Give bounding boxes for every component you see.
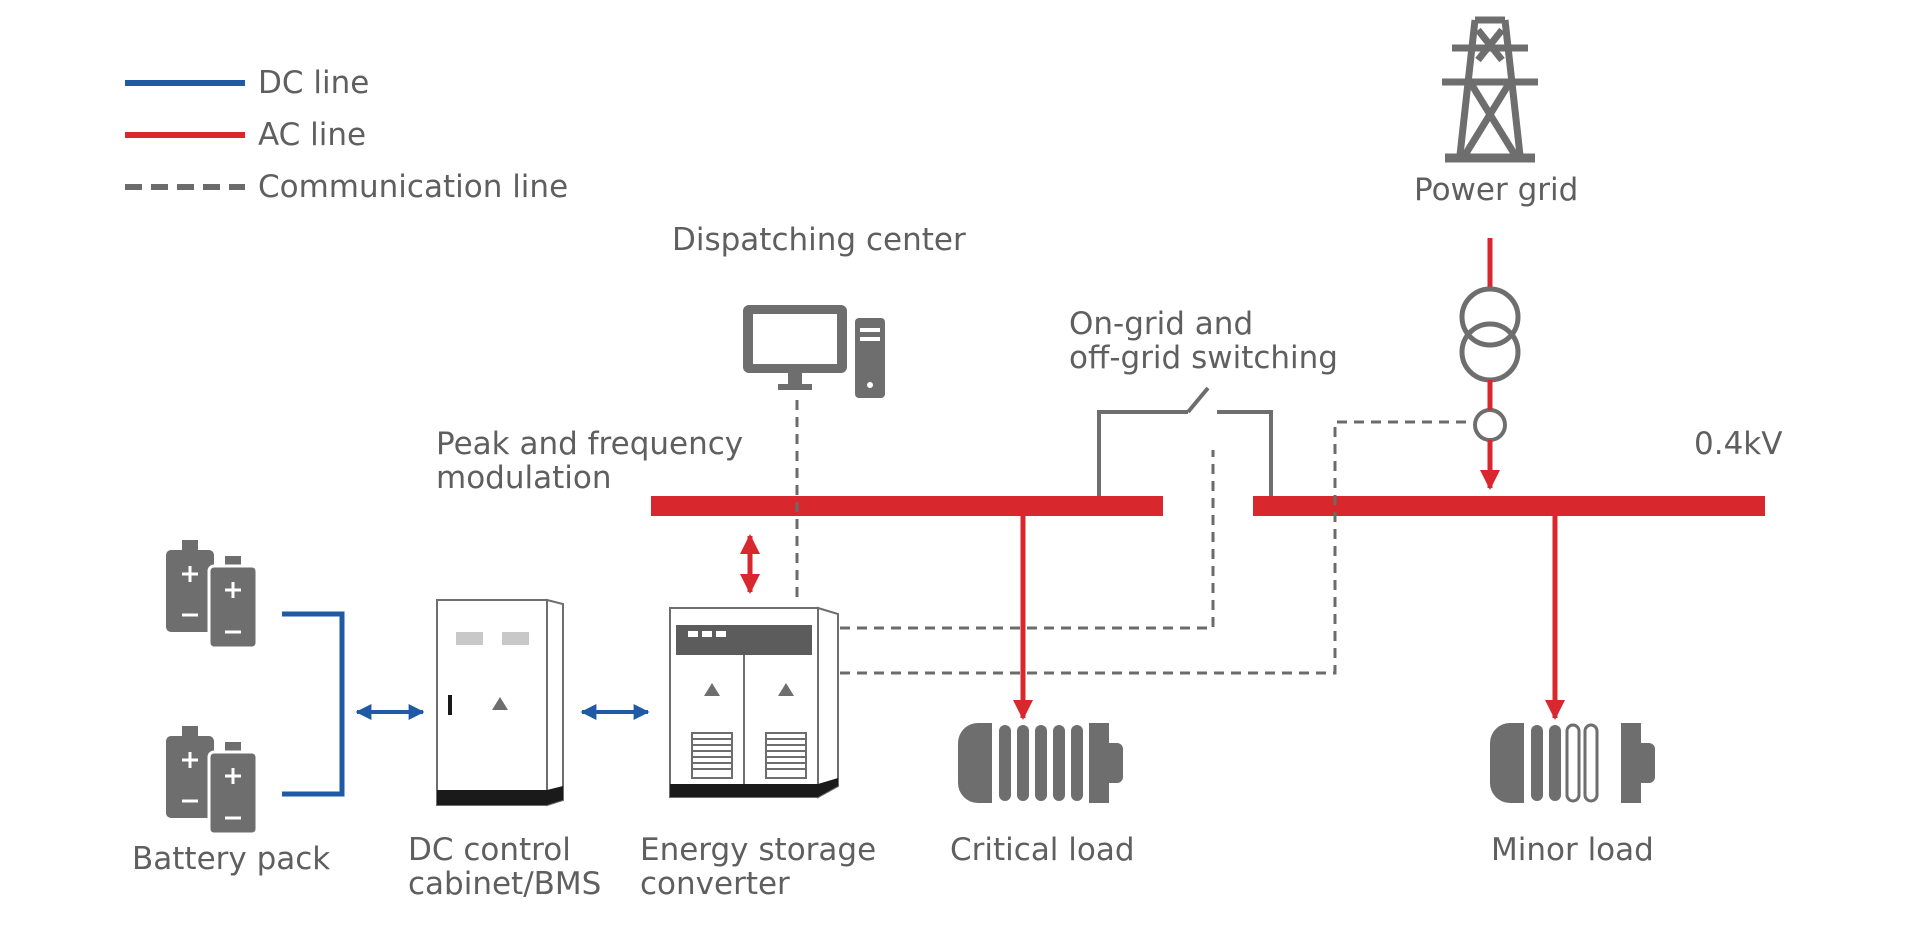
battery-icon <box>166 540 259 650</box>
comm-line-switch <box>840 450 1215 630</box>
computer-icon <box>743 305 885 398</box>
critical-load-label: Critical load <box>950 832 1135 868</box>
voltage-label: 0.4kV <box>1694 426 1783 462</box>
legend-communication-label: Communication line <box>258 169 569 205</box>
dc-control-label-line1: DC control <box>408 832 571 868</box>
ac-bus-right <box>1253 496 1765 516</box>
battery-pack-label: Battery pack <box>132 841 331 877</box>
switching-label-line2: off-grid switching <box>1069 340 1338 376</box>
load-icon <box>958 723 1123 803</box>
legend-dc-label: DC line <box>258 65 370 101</box>
ac-bus-left <box>651 496 1163 516</box>
power-grid-label: Power grid <box>1414 172 1579 208</box>
energy-storage-label-line1: Energy storage <box>640 832 877 868</box>
legend-ac-label: AC line <box>258 117 367 153</box>
switching-label-line1: On-grid and <box>1069 306 1254 342</box>
dc-control-label-line2: cabinet/BMS <box>408 866 602 902</box>
minor-load-label: Minor load <box>1491 832 1654 868</box>
current-transformer-icon <box>1473 408 1507 442</box>
peak-frequency-label-line2: modulation <box>436 460 612 496</box>
load-icon <box>1490 723 1655 803</box>
transformer-icon <box>1459 286 1521 383</box>
communication-lines <box>795 400 1472 675</box>
converter-icon <box>669 606 839 799</box>
battery-icon <box>166 726 259 836</box>
comm-line-grid <box>840 420 1472 675</box>
switch-icon <box>1097 386 1273 496</box>
peak-frequency-label-line1: Peak and frequency <box>436 426 744 462</box>
cabinet-icon <box>436 598 564 807</box>
energy-storage-label-line2: converter <box>640 866 790 902</box>
dc-battery-bracket <box>282 611 345 797</box>
transmission-tower-icon <box>1442 16 1538 163</box>
dispatching-center-label: Dispatching center <box>672 222 966 258</box>
